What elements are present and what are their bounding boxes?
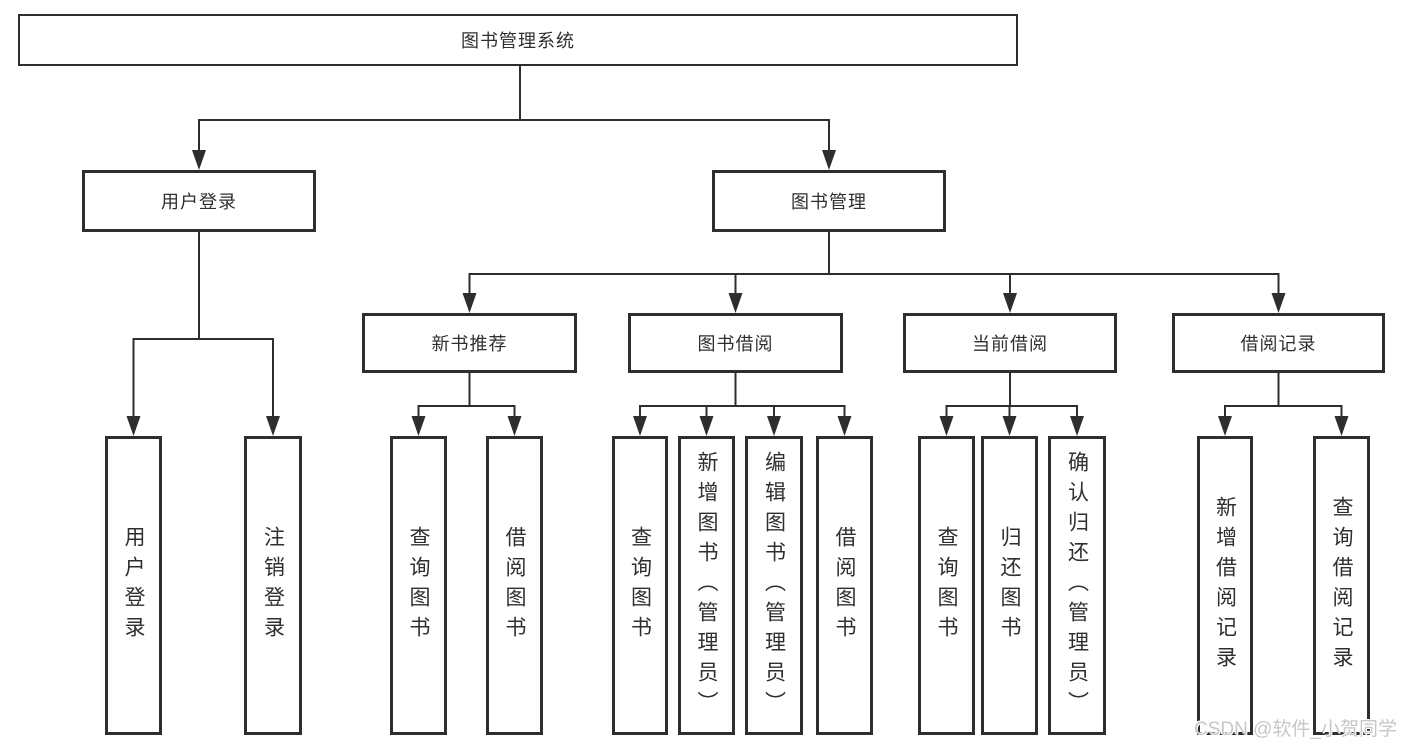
node-book-borrowing-label: 图书借阅 (697, 334, 774, 354)
leaf-confirm-return-admin-label: 确认归还（管理员） (1065, 450, 1089, 721)
node-book-borrowing: 图书借阅 (628, 313, 843, 373)
leaf-recommend-borrow-books-label: 借阅图书 (503, 525, 526, 646)
leaf-edit-book-admin-label: 编辑图书（管理员） (762, 450, 786, 721)
leaf-user-login-label: 用户登录 (122, 525, 145, 646)
leaf-confirm-return-admin: 确认归还（管理员） (1048, 436, 1106, 735)
leaf-return-books-label: 归还图书 (998, 525, 1021, 646)
node-root: 图书管理系统 (18, 14, 1018, 66)
leaf-add-book-admin: 新增图书（管理员） (678, 436, 735, 735)
node-user-login-label: 用户登录 (161, 192, 237, 212)
node-borrowing-records-label: 借阅记录 (1240, 334, 1317, 354)
leaf-add-borrow-record: 新增借阅记录 (1197, 436, 1253, 735)
leaf-borrowing-query-books: 查询图书 (612, 436, 668, 735)
leaf-add-borrow-record-label: 新增借阅记录 (1213, 495, 1237, 676)
node-current-borrowing-label: 当前借阅 (972, 334, 1048, 354)
node-book-management: 图书管理 (712, 170, 946, 232)
leaf-query-borrow-record-label: 查询借阅记录 (1330, 495, 1353, 676)
leaf-recommend-query-books: 查询图书 (390, 436, 447, 735)
node-user-login: 用户登录 (82, 170, 316, 232)
leaf-borrowing-borrow-books: 借阅图书 (816, 436, 873, 735)
node-borrowing-records: 借阅记录 (1172, 313, 1385, 373)
csdn-watermark: CSDN @软件_小贺同学 (1194, 719, 1397, 740)
arrowheads (126, 150, 1349, 436)
node-new-book-recommendation-label: 新书推荐 (431, 334, 508, 354)
leaf-borrowing-borrow-books-label: 借阅图书 (833, 525, 856, 646)
leaf-return-books: 归还图书 (981, 436, 1038, 735)
leaf-current-query-books: 查询图书 (918, 436, 975, 735)
node-current-borrowing: 当前借阅 (903, 313, 1117, 373)
leaf-logout-label: 注销登录 (261, 525, 285, 646)
connector-polylines (132, 66, 1343, 418)
node-book-management-label: 图书管理 (791, 192, 867, 212)
leaf-add-book-admin-label: 新增图书（管理员） (695, 450, 718, 721)
leaf-recommend-borrow-books: 借阅图书 (486, 436, 543, 735)
leaf-borrowing-query-books-label: 查询图书 (628, 525, 652, 646)
leaf-current-query-books-label: 查询图书 (935, 525, 958, 646)
node-root-label: 图书管理系统 (461, 31, 575, 51)
leaf-query-borrow-record: 查询借阅记录 (1313, 436, 1370, 735)
node-new-book-recommendation: 新书推荐 (362, 313, 577, 373)
leaf-edit-book-admin: 编辑图书（管理员） (745, 436, 803, 735)
leaf-user-login: 用户登录 (105, 436, 162, 735)
leaf-recommend-query-books-label: 查询图书 (407, 525, 430, 646)
leaf-logout: 注销登录 (244, 436, 302, 735)
